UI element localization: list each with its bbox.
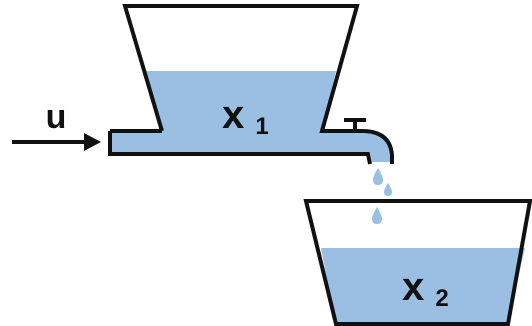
lower-tank-label-sub: 2 [435, 285, 448, 312]
upper-tank [108, 4, 394, 165]
input-arrow [12, 133, 101, 151]
lower-tank-outline [303, 199, 532, 326]
input-label: u [46, 98, 67, 136]
lower-tank-label-main: x [402, 265, 424, 309]
upper-tank-label-sub: 1 [255, 113, 268, 140]
valve-icon [344, 118, 366, 131]
upper-channel-water [110, 131, 390, 162]
lower-tank-water [321, 248, 525, 322]
lower-tank-label: x 2 [402, 265, 449, 312]
upper-tank-label-main: x [222, 93, 244, 137]
water-drop [372, 207, 382, 224]
water-drop [384, 183, 392, 196]
upper-tank-water [143, 71, 336, 131]
upper-tank-label: x 1 [222, 93, 269, 140]
lower-tank [303, 199, 532, 326]
upper-tank-outline [108, 4, 394, 165]
water-drops [372, 168, 392, 224]
water-drop [373, 168, 383, 185]
